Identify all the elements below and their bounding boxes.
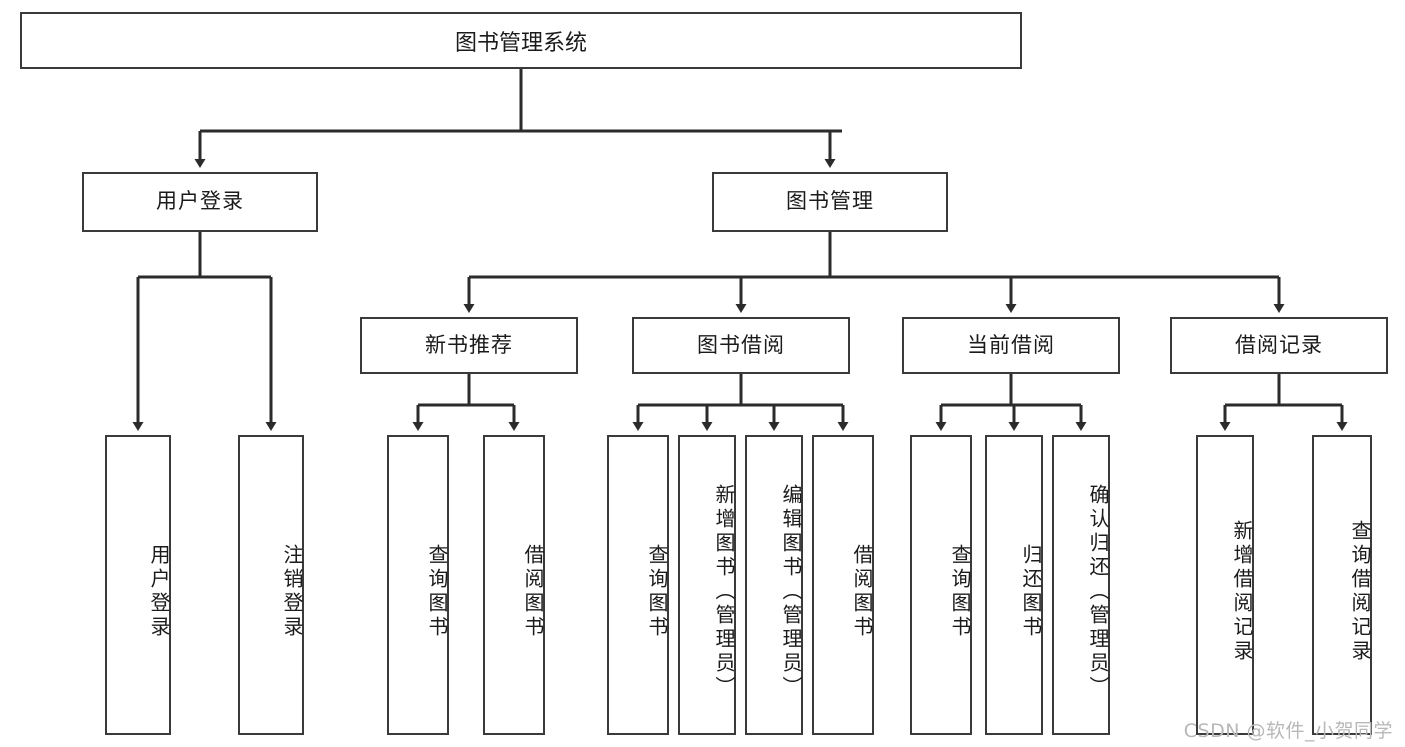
node-leaf-add-book-label: 新增图书（管理员） (712, 484, 736, 700)
node-root-label: 图书管理系统 (454, 30, 587, 56)
node-leaf-borrow-book-label: 借阅图书 (850, 544, 874, 640)
node-leaf-borrow-book-rec[interactable]: 借阅图书 (483, 435, 545, 735)
node-leaf-add-record[interactable]: 新增借阅记录 (1196, 435, 1254, 735)
node-leaf-query-record[interactable]: 查询借阅记录 (1312, 435, 1372, 735)
node-leaf-edit-book-label: 编辑图书（管理员） (779, 484, 803, 700)
node-leaf-query-book-cur[interactable]: 查询图书 (910, 435, 972, 735)
node-book-manage[interactable]: 图书管理 (712, 172, 948, 232)
node-user-login[interactable]: 用户登录 (82, 172, 318, 232)
node-leaf-return-book[interactable]: 归还图书 (985, 435, 1043, 735)
watermark: CSDN @软件_小贺同学 (1183, 720, 1393, 742)
node-book-borrow[interactable]: 图书借阅 (632, 317, 850, 374)
node-leaf-borrow-book[interactable]: 借阅图书 (812, 435, 874, 735)
node-leaf-confirm-return-label: 确认归还（管理员） (1086, 484, 1110, 700)
node-leaf-user-login-label: 用户登录 (147, 544, 171, 640)
node-leaf-query-book-rec-label: 查询图书 (425, 544, 449, 640)
node-leaf-user-logout[interactable]: 注销登录 (238, 435, 304, 735)
node-leaf-add-book[interactable]: 新增图书（管理员） (678, 435, 736, 735)
node-book-manage-label: 图书管理 (786, 189, 874, 214)
node-current-borrow-label: 当前借阅 (967, 332, 1055, 357)
node-leaf-return-book-label: 归还图书 (1019, 544, 1043, 640)
node-borrow-record-label: 借阅记录 (1235, 332, 1323, 357)
node-leaf-add-record-label: 新增借阅记录 (1230, 520, 1254, 664)
node-current-borrow[interactable]: 当前借阅 (902, 317, 1120, 374)
node-user-login-label: 用户登录 (156, 189, 244, 214)
node-leaf-query-book[interactable]: 查询图书 (607, 435, 669, 735)
node-new-book-rec[interactable]: 新书推荐 (360, 317, 578, 374)
node-root[interactable]: 图书管理系统 (20, 12, 1022, 69)
node-leaf-user-login[interactable]: 用户登录 (105, 435, 171, 735)
node-leaf-borrow-book-rec-label: 借阅图书 (521, 544, 545, 640)
node-book-borrow-label: 图书借阅 (697, 332, 785, 357)
node-leaf-query-record-label: 查询借阅记录 (1348, 520, 1372, 664)
node-leaf-user-logout-label: 注销登录 (280, 544, 304, 640)
node-leaf-query-book-cur-label: 查询图书 (948, 544, 972, 640)
node-borrow-record[interactable]: 借阅记录 (1170, 317, 1388, 374)
node-leaf-edit-book[interactable]: 编辑图书（管理员） (745, 435, 803, 735)
node-new-book-rec-label: 新书推荐 (425, 332, 513, 357)
node-leaf-confirm-return[interactable]: 确认归还（管理员） (1052, 435, 1110, 735)
node-leaf-query-book-label: 查询图书 (645, 544, 669, 640)
node-leaf-query-book-rec[interactable]: 查询图书 (387, 435, 449, 735)
